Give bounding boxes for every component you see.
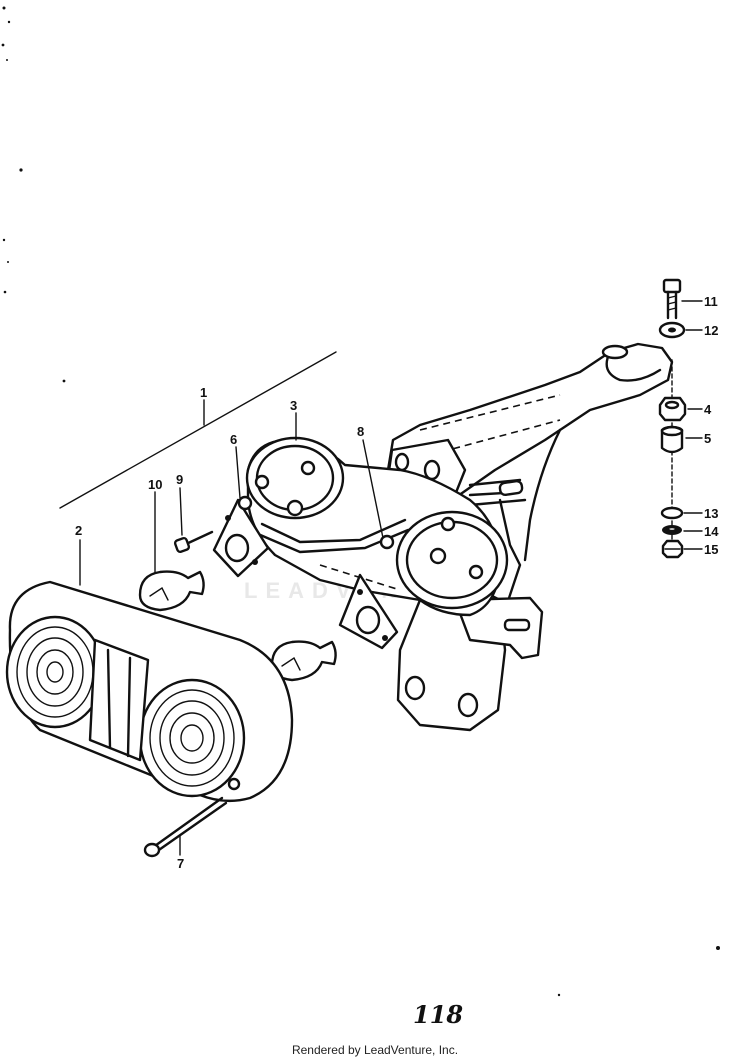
callout-12: 12: [704, 323, 718, 338]
callout-14: 14: [704, 524, 719, 539]
footer-credit: Rendered by LeadVenture, Inc.: [291, 1043, 459, 1057]
callout-3: 3: [290, 398, 297, 413]
callout-7: 7: [177, 856, 184, 871]
tail-lamp-lens: [5, 580, 294, 803]
screw-9: [173, 530, 214, 554]
mounting-plate-left: [212, 495, 270, 578]
leader-lines: [59, 300, 703, 856]
scan-speckles: [1, 6, 720, 997]
callout-labels: 1 2 3 4 5 6 7 8 9 10 11 12 13 14 15: [75, 294, 719, 871]
callout-9: 9: [176, 472, 183, 487]
callout-15: 15: [704, 542, 718, 557]
wiring-harness: [468, 478, 527, 507]
callout-5: 5: [704, 431, 711, 446]
callout-4: 4: [704, 402, 712, 417]
lamp-base-housing: [245, 436, 509, 617]
lens-screw-7: [143, 796, 228, 858]
callout-2: 2: [75, 523, 82, 538]
callout-13: 13: [704, 506, 718, 521]
bulb-lower: [270, 640, 337, 682]
page-number: 118: [413, 1000, 464, 1029]
callout-10: 10: [148, 477, 162, 492]
callout-1: 1: [200, 385, 207, 400]
hardware-stack: [658, 278, 687, 559]
callout-8: 8: [357, 424, 364, 439]
bulb-upper: [138, 570, 205, 612]
callout-11: 11: [704, 294, 718, 309]
callout-6: 6: [230, 432, 237, 447]
mounting-plate-right: [338, 534, 399, 650]
